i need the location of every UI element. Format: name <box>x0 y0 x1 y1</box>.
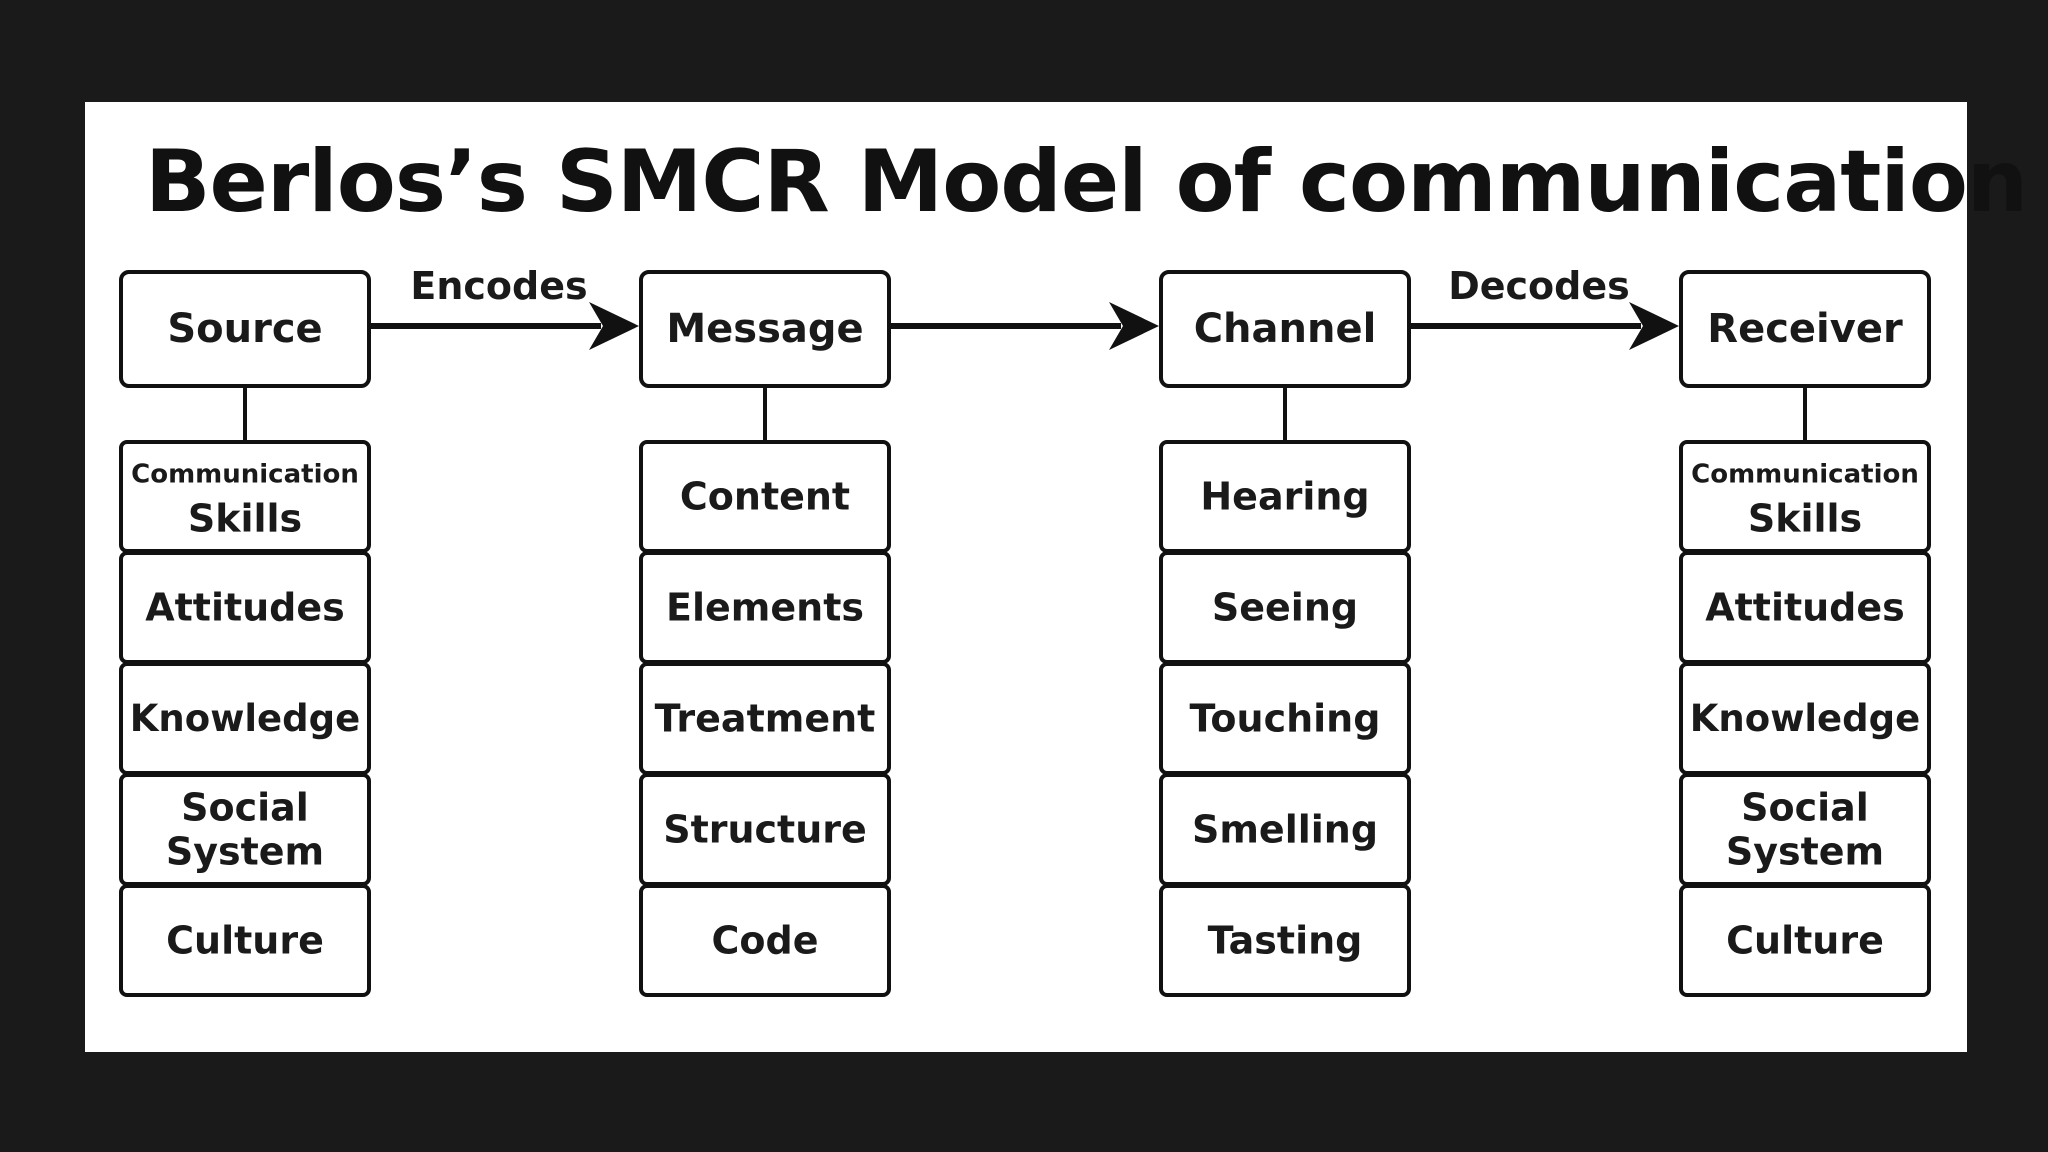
receiver-item-culture: Culture <box>1726 919 1884 963</box>
channel-item-box-tasting <box>1159 884 1411 997</box>
receiver-header-label: Receiver <box>1707 306 1903 352</box>
message-item-content: Content <box>680 475 850 519</box>
receiver-item-knowledge: Knowledge <box>1690 697 1920 740</box>
channel-item-smelling: Smelling <box>1192 808 1378 852</box>
smcr-diagram: SourceCommunicationSkillsAttitudesKnowle… <box>119 264 1931 997</box>
channel-item-tasting: Tasting <box>1208 919 1363 963</box>
receiver-item-social-system-line-2: System <box>1726 830 1884 874</box>
message-item-code: Code <box>712 919 819 963</box>
diagram-title: Berlos’s SMCR Model of communication <box>145 132 2028 232</box>
channel-item-touching: Touching <box>1190 697 1381 741</box>
arrow-channel-to-receiver-head <box>1629 302 1679 350</box>
source-item-attitudes: Attitudes <box>145 586 345 630</box>
source-header-label: Source <box>167 306 322 352</box>
source-item-social-system-line-2: System <box>166 830 324 874</box>
receiver-item-communication-skills-line-1: Communication <box>1691 460 1919 490</box>
channel-header-label: Channel <box>1194 306 1377 352</box>
source-item-communication-skills-line-1: Communication <box>131 460 359 490</box>
source-item-culture: Culture <box>166 919 324 963</box>
message-item-treatment: Treatment <box>655 697 876 741</box>
arrow-source-to-message-head <box>589 302 639 350</box>
receiver-item-social-system-line-1: Social <box>1741 786 1869 830</box>
message-item-elements: Elements <box>666 586 864 630</box>
source-item-social-system-line-1: Social <box>181 786 309 830</box>
message-header-label: Message <box>666 306 863 352</box>
message-item-structure: Structure <box>663 808 867 852</box>
source-item-box-culture <box>119 884 371 997</box>
diagram-panel: Berlos’s SMCR Model of communication Sou… <box>85 102 2028 1052</box>
arrow-message-to-channel-head <box>1109 302 1159 350</box>
receiver-item-attitudes: Attitudes <box>1705 586 1905 630</box>
receiver-item-box-culture <box>1679 884 1931 997</box>
message-item-box-code <box>639 884 891 997</box>
arrow-channel-to-receiver-label: Decodes <box>1448 264 1630 308</box>
channel-item-hearing: Hearing <box>1200 475 1369 519</box>
arrow-source-to-message-label: Encodes <box>410 264 587 308</box>
receiver-item-communication-skills-line-2: Skills <box>1748 497 1862 541</box>
source-item-communication-skills-line-2: Skills <box>188 497 302 541</box>
channel-item-seeing: Seeing <box>1212 586 1358 630</box>
source-item-knowledge: Knowledge <box>130 697 360 740</box>
